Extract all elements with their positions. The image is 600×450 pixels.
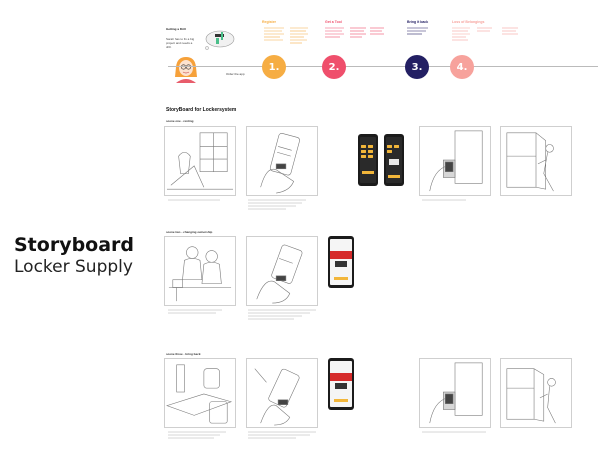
scene1-frame-3-card-reader xyxy=(419,126,491,196)
phase-2-title: Get a Tool xyxy=(325,20,342,24)
scene2-captions-scribbles xyxy=(168,309,316,320)
persona-caption: Order the app xyxy=(226,72,245,76)
scene3-frame-4-locker-return xyxy=(500,358,572,428)
scene3-frame-1-drill xyxy=(164,358,236,428)
scene1-app-screen-1 xyxy=(358,134,378,186)
phase-4-number: 4. xyxy=(450,55,474,79)
phase-notes-scribbles xyxy=(264,27,518,44)
document-title: Storyboard xyxy=(14,234,135,256)
persona-description: Sarah has to fix a big project and needs… xyxy=(166,37,195,49)
timeline-line xyxy=(168,66,598,67)
scene3-frame-2-phone-hand xyxy=(246,358,318,428)
scene2-frame-1-people-desk xyxy=(164,236,236,306)
phase-1-title: Register xyxy=(262,20,277,24)
phase-3-title: Bring it back xyxy=(407,20,429,24)
scene1-frame-4-open-locker xyxy=(500,126,572,196)
storyboard-title: StoryBoard for Lockersystem xyxy=(166,107,237,113)
scene1-frame-2-phone-hand xyxy=(246,126,318,196)
scene2-frame-2-phone-hand xyxy=(246,236,318,306)
persona-avatar-icon xyxy=(175,57,197,83)
scene1-captions-scribbles xyxy=(168,199,466,210)
persona-title: Getting a Drill xyxy=(166,27,186,31)
scene1-frame-1-lockers xyxy=(164,126,236,196)
scene-three-label: scene three - bring back xyxy=(166,352,201,356)
scene-two-label: scene two - changing ownership xyxy=(166,230,213,234)
document-title-block: Storyboard Locker Supply xyxy=(14,234,134,278)
phase-1-number: 1. xyxy=(262,55,286,79)
scene3-app-screen xyxy=(328,358,354,410)
scene1-app-screen-2 xyxy=(384,134,404,186)
thought-bubble-icon xyxy=(205,30,235,50)
scene3-captions-scribbles xyxy=(168,431,486,439)
scene3-frame-3-card-reader xyxy=(419,358,491,428)
scene2-app-screen xyxy=(328,236,354,288)
phase-3-number: 3. xyxy=(405,55,429,79)
scene-one-label: scene one - renting xyxy=(166,119,194,123)
phase-4-title: Loss of Belongings xyxy=(452,20,485,24)
document-subtitle: Locker Supply xyxy=(14,257,133,277)
phase-2-number: 2. xyxy=(322,55,346,79)
